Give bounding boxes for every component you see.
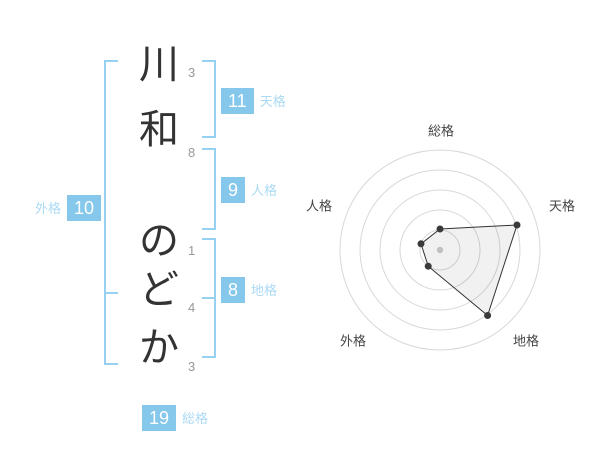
- tenkaku-label: 天格: [259, 93, 286, 109]
- tenkaku-group: 11 天格: [221, 88, 286, 114]
- gaikaku-bracket-tick: [104, 292, 118, 294]
- radar-data-point: [513, 221, 521, 229]
- radar-grid-ring: [339, 149, 541, 351]
- gaikaku-group: 外格 10: [35, 195, 102, 221]
- soukaku-group: 19 総格: [142, 405, 208, 431]
- radar-data-polygon: [420, 224, 518, 317]
- radar-data-point: [424, 262, 432, 270]
- radar-axis-label: 人格: [306, 199, 332, 214]
- radar-data-point: [484, 312, 492, 319]
- name-character: の: [139, 219, 179, 263]
- stroke-count: 3: [188, 65, 196, 80]
- soukaku-label: 総格: [182, 410, 209, 426]
- soukaku-value-badge: 19: [142, 405, 177, 431]
- stroke-count: 4: [188, 300, 196, 315]
- tenkaku-value-badge: 11: [221, 88, 254, 114]
- chikaku-value-badge: 8: [221, 277, 246, 303]
- chikaku-group: 8 地格: [221, 277, 277, 303]
- gaikaku-bracket: [104, 60, 118, 365]
- chikaku-bracket-tick: [202, 297, 216, 299]
- stroke-count: 3: [188, 359, 196, 374]
- name-character: 川: [139, 43, 179, 87]
- gaikaku-label: 外格: [35, 200, 62, 216]
- jinkaku-value-badge: 9: [221, 177, 246, 203]
- radar-axis-label: 総格: [428, 124, 454, 139]
- name-character: 和: [139, 108, 179, 152]
- radar-grid-ring: [359, 169, 521, 331]
- radar-grid-ring: [379, 189, 501, 311]
- tenkaku-bracket: [202, 60, 216, 138]
- radar-grid-ring: [399, 209, 481, 291]
- radar-data-point: [436, 225, 444, 233]
- radar-axis-label: 地格: [513, 334, 539, 349]
- gaikaku-value-badge: 10: [67, 195, 102, 221]
- name-character: ど: [139, 268, 179, 312]
- jinkaku-label: 人格: [251, 182, 278, 198]
- radar-center-dot: [436, 246, 444, 254]
- radar-data-point: [417, 240, 425, 248]
- stroke-count: 1: [188, 243, 196, 258]
- radar-axis-label: 天格: [549, 199, 575, 214]
- radar-axis-label: 外格: [340, 334, 366, 349]
- jinkaku-group: 9 人格: [221, 177, 277, 203]
- name-character: か: [139, 326, 179, 370]
- chikaku-label: 地格: [251, 282, 278, 298]
- jinkaku-bracket: [202, 148, 216, 230]
- stroke-count: 8: [188, 145, 196, 160]
